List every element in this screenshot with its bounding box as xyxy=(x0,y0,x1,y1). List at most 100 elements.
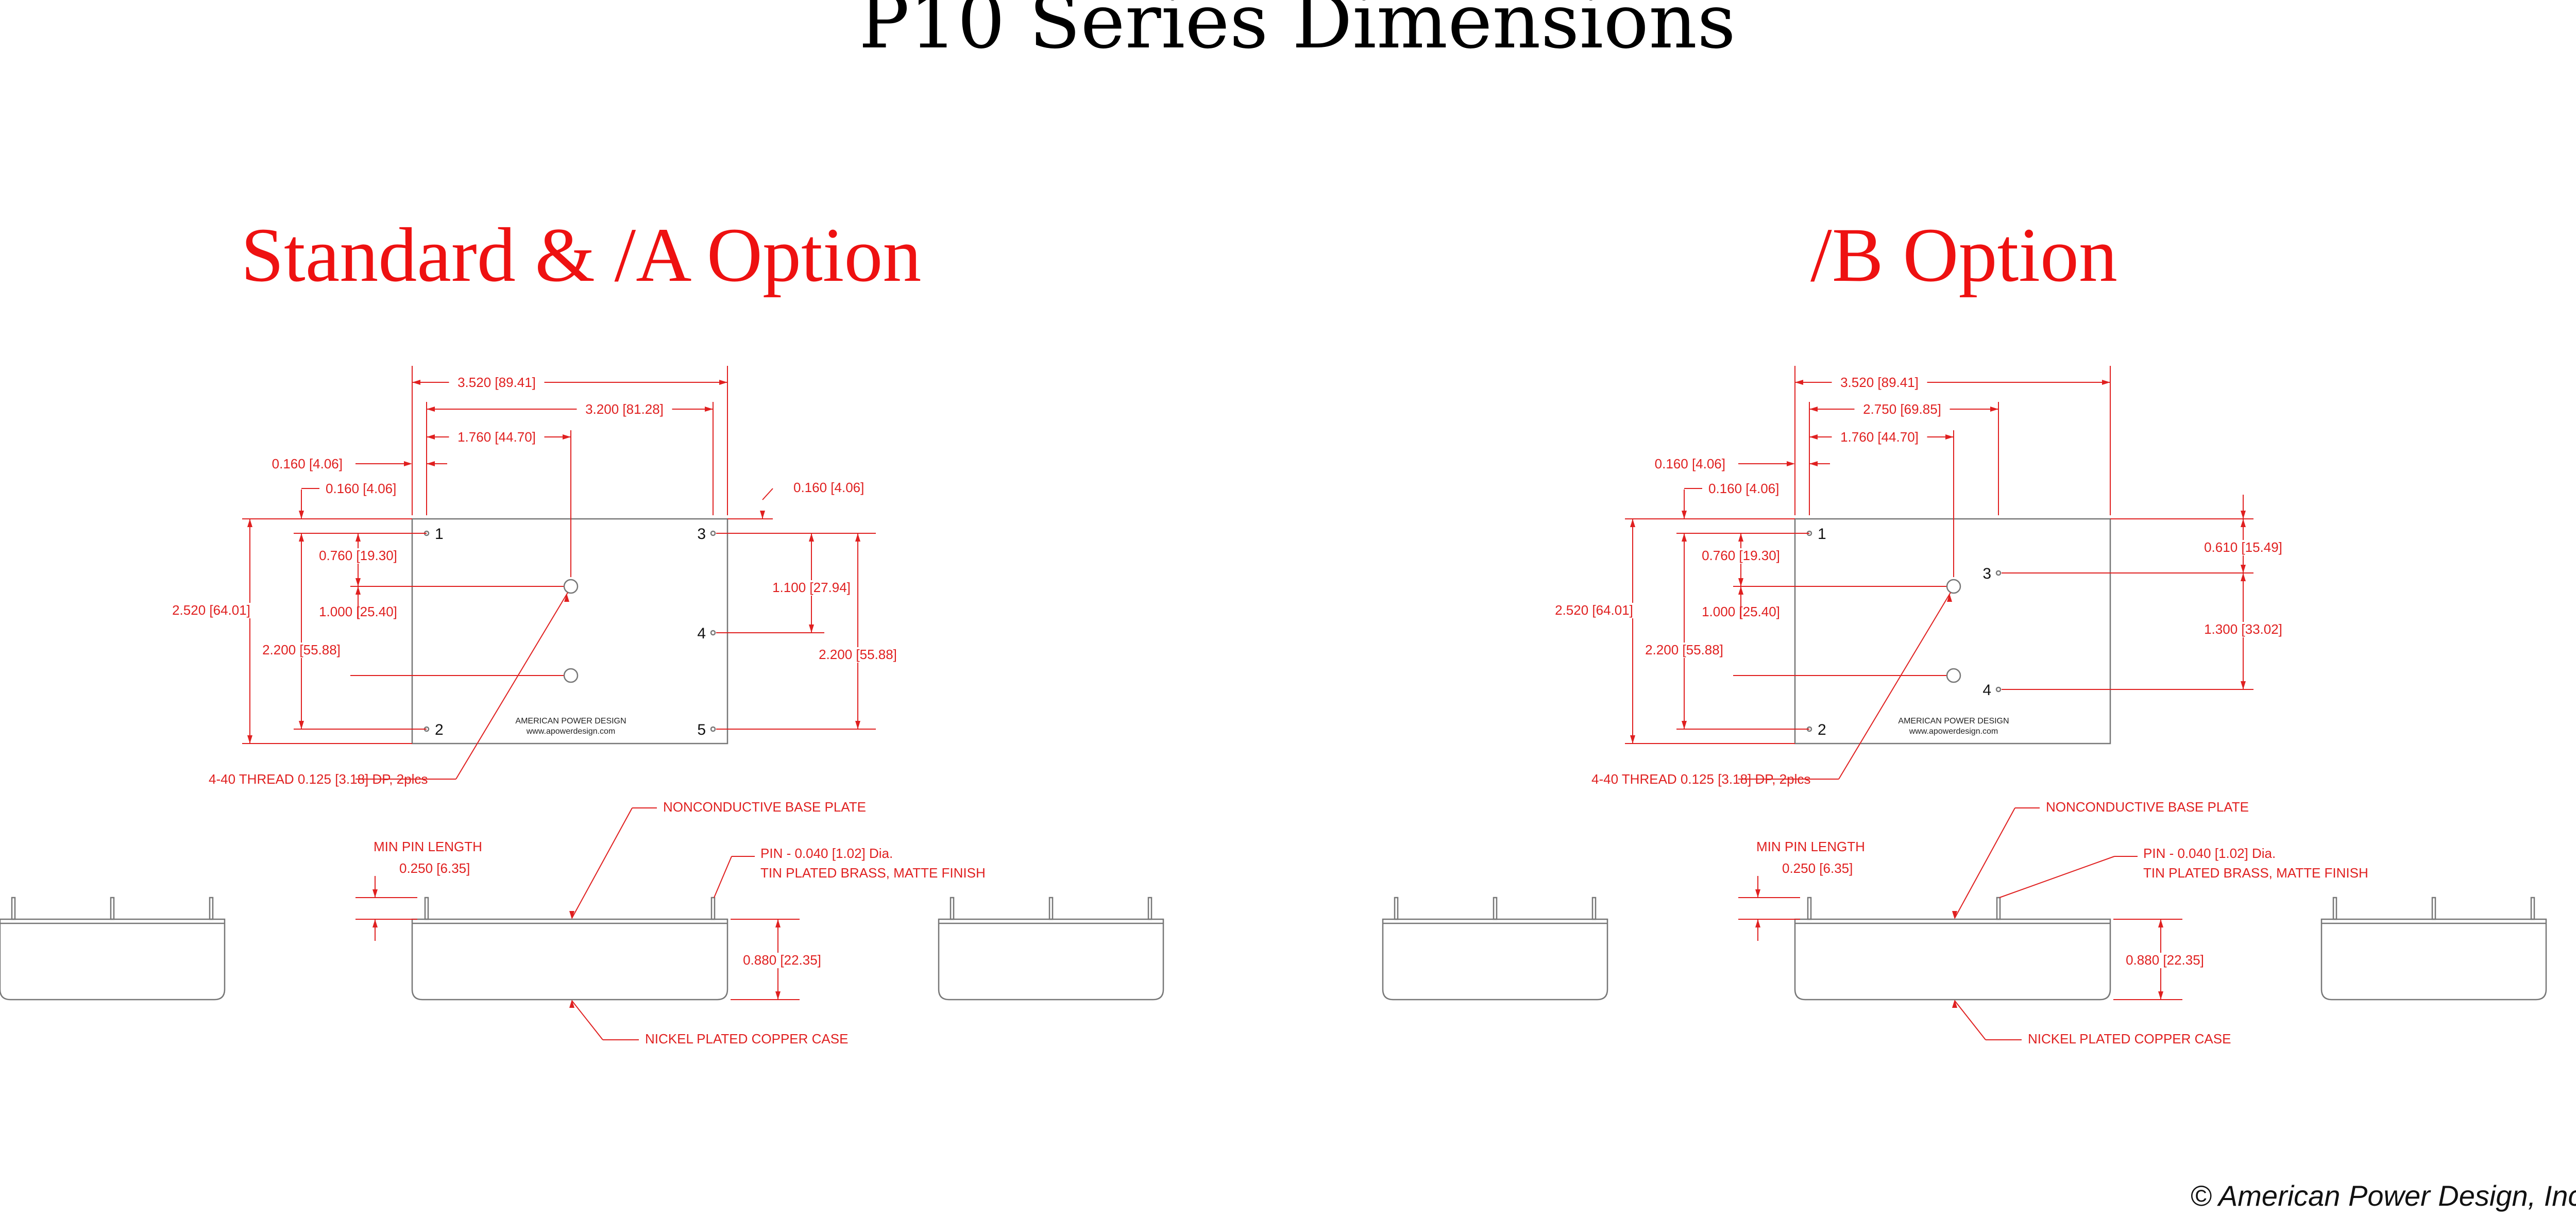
arrowhead xyxy=(1952,1000,1957,1008)
side-view-case-left xyxy=(1382,918,1608,1001)
view-subtitle: Standard & /A Option xyxy=(241,212,922,298)
leader-line xyxy=(1838,592,1951,780)
side-view-case-right xyxy=(2320,918,2547,1001)
arrowhead xyxy=(855,721,860,729)
arrowhead xyxy=(1787,461,1795,466)
case-height-dim: 0.880 [22.35] xyxy=(2126,952,2204,968)
thread-note: 4-40 THREAD 0.125 [3.18] DP, 2plcs xyxy=(209,771,428,787)
side-pin xyxy=(710,897,716,920)
arrowhead xyxy=(809,533,814,542)
arrowhead xyxy=(355,578,361,586)
module-outline xyxy=(411,518,728,745)
pin-label: 2 xyxy=(435,721,444,738)
arrowhead xyxy=(355,586,361,595)
pin-span-dim: 3.200 [81.28] xyxy=(585,401,664,417)
pin1-offset-y-dim: 0.160 [4.06] xyxy=(326,481,396,496)
pin-span-dim: 2.750 [69.85] xyxy=(1863,401,1941,417)
side-pin xyxy=(2530,897,2535,920)
pin-material-note: TIN PLATED BRASS, MATTE FINISH xyxy=(760,865,986,881)
arrowhead xyxy=(809,625,814,633)
pin-spacing-y-dim: 2.200 [55.88] xyxy=(262,642,341,657)
arrowhead xyxy=(2241,565,2246,573)
center-offset-dim-gap xyxy=(449,430,545,444)
pin-material-note: TIN PLATED BRASS, MATTE FINISH xyxy=(2143,865,2368,881)
pin-label: 5 xyxy=(697,721,706,738)
pin-label: 4 xyxy=(1982,682,1991,699)
arrowhead xyxy=(775,919,781,927)
case-height-dim-gap xyxy=(734,953,830,968)
height-dim: 2.520 [64.01] xyxy=(1555,602,1633,618)
arrowhead xyxy=(299,533,304,542)
right-spacing-b-dim: 2.200 [55.88] xyxy=(819,647,897,662)
overall-width-dim-gap xyxy=(449,375,545,390)
right-spacing-dim-gap xyxy=(2195,622,2291,637)
min-pin-label: MIN PIN LENGTH xyxy=(374,839,482,854)
hole-offset-dim: 0.760 [19.30] xyxy=(1702,548,1780,563)
page-title: P10 Series Dimensions xyxy=(859,0,1736,65)
pin1-offset-x-dim: 0.160 [4.06] xyxy=(1655,456,1725,471)
right-pin-offset-y-dim: 0.160 [4.06] xyxy=(793,480,864,495)
leader-line xyxy=(714,856,732,898)
min-pin-label: MIN PIN LENGTH xyxy=(1756,839,1865,854)
pin-spacing-y-dim-gap xyxy=(253,643,349,658)
arrowhead xyxy=(1630,735,1635,744)
side-pin xyxy=(1394,897,1399,920)
arrowhead xyxy=(564,594,569,602)
side-view-case-center xyxy=(1794,918,2111,1001)
pin-label: 1 xyxy=(1818,526,1826,543)
overall-width-dim: 3.520 [89.41] xyxy=(457,375,536,390)
arrowhead xyxy=(760,511,765,519)
mounting-hole xyxy=(1946,579,1961,594)
height-dim-gap xyxy=(1546,603,1642,618)
pin-span-dim-gap xyxy=(577,402,672,416)
arrowhead xyxy=(719,380,727,385)
right-spacing-a-dim: 1.100 [27.94] xyxy=(772,580,851,595)
side-pin xyxy=(1591,897,1597,920)
side-pin xyxy=(1996,897,2001,920)
arrowhead xyxy=(1809,407,1818,412)
right-spacing-b-dim-gap xyxy=(810,647,906,663)
arrowhead xyxy=(404,461,412,466)
pin-marker xyxy=(1995,686,2002,693)
arrowhead xyxy=(247,519,252,527)
side-pin xyxy=(1493,897,1498,920)
pin-label: 3 xyxy=(697,526,706,543)
leader-line xyxy=(1954,1000,1986,1040)
mounting-hole xyxy=(563,579,579,594)
side-pin xyxy=(424,897,429,920)
arrowhead xyxy=(855,533,860,542)
arrowhead xyxy=(1682,511,1687,519)
leader-line xyxy=(1999,856,2115,898)
arrowhead xyxy=(2241,573,2246,581)
arrowhead xyxy=(1682,533,1687,542)
thread-note: 4-40 THREAD 0.125 [3.18] DP, 2plcs xyxy=(1591,771,1810,787)
side-pin xyxy=(950,897,955,920)
pin-spacing-y-dim: 2.200 [55.88] xyxy=(1645,642,1723,657)
arrowhead xyxy=(1952,911,1957,919)
arrowhead xyxy=(705,407,713,412)
pin-spec-note: PIN - 0.040 [1.02] Dia. xyxy=(2143,846,2276,861)
arrowhead xyxy=(355,533,361,542)
min-pin-value: 0.250 [6.35] xyxy=(399,860,470,876)
pin-spec-note: PIN - 0.040 [1.02] Dia. xyxy=(760,846,893,861)
pin-label: 1 xyxy=(435,526,444,543)
arrowhead xyxy=(1947,594,1952,602)
leader-line xyxy=(455,592,568,780)
pin1-offset-y-dim: 0.160 [4.06] xyxy=(1708,481,1779,496)
hole-offset-dim-gap xyxy=(1693,548,1789,564)
arrowhead xyxy=(2241,519,2246,527)
side-pin xyxy=(2431,897,2436,920)
pin1-offset-x-dim: 0.160 [4.06] xyxy=(272,456,343,471)
pin-marker xyxy=(710,630,716,636)
case-height-dim: 0.880 [22.35] xyxy=(743,952,821,968)
mounting-hole xyxy=(1946,668,1961,683)
arrowhead xyxy=(1738,533,1743,542)
arrowhead xyxy=(1755,889,1760,898)
module-label-company: AMERICAN POWER DESIGN xyxy=(1898,717,2009,725)
side-pin xyxy=(1147,897,1153,920)
hole-offset-dim-gap xyxy=(310,548,406,564)
arrowhead xyxy=(412,380,420,385)
pin-label: 2 xyxy=(1818,721,1826,738)
module-label-url: www.apowerdesign.com xyxy=(526,727,616,736)
pin-span-dim-gap xyxy=(1854,402,1950,416)
